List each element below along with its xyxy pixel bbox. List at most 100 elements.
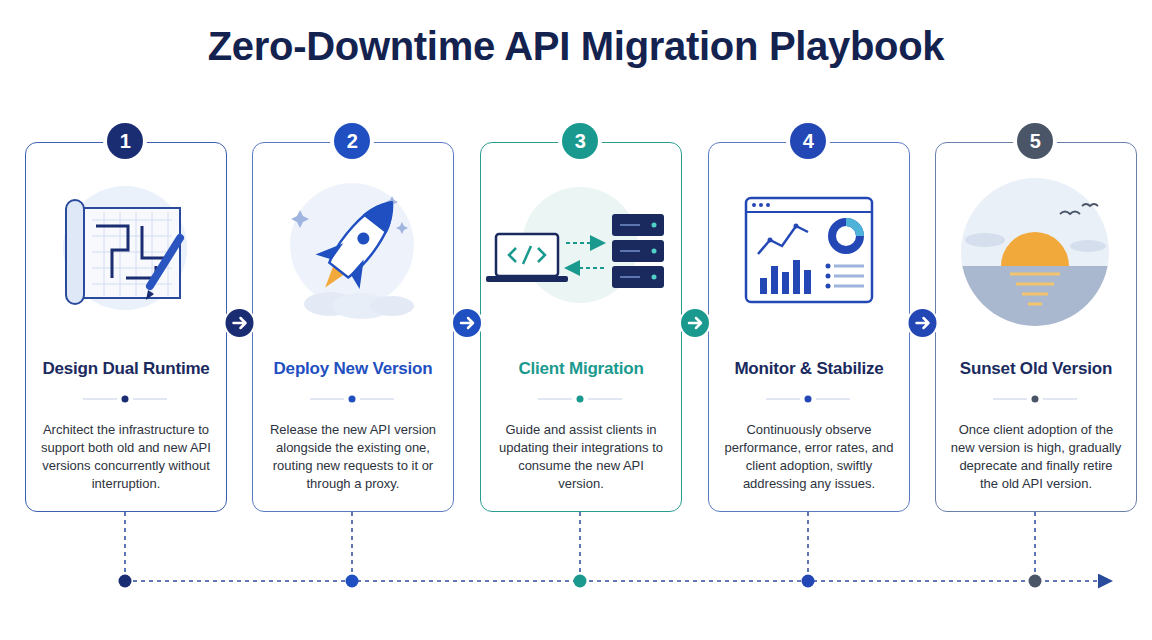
sunset-icon [1070, 240, 1106, 252]
step-heading: Sunset Old Version [936, 359, 1136, 379]
step-heading: Design Dual Runtime [26, 359, 226, 379]
arrow-circle [908, 308, 938, 338]
sunset-icon [960, 176, 1110, 336]
connector-line [910, 322, 935, 324]
step-number-badge: 5 [1017, 123, 1053, 159]
rocket-icon [315, 234, 375, 289]
heading-divider [993, 398, 1077, 399]
arrow-head [917, 318, 929, 328]
step-heading: Client Migration [481, 359, 681, 379]
flow-arrow [680, 308, 710, 338]
arrow-head [689, 318, 701, 328]
diagram-title: Zero-Downtime API Migration Playbook [0, 24, 1152, 69]
dashboard-icon [826, 264, 831, 269]
rocket-icon [304, 292, 356, 316]
blueprint-icon [80, 208, 180, 298]
dashboard-icon [752, 203, 756, 207]
dashboard-icon [760, 278, 767, 294]
dashboard-icon [768, 238, 773, 243]
client-server-icon [612, 214, 664, 236]
dashboard-icon [782, 272, 789, 294]
arrow-circle [452, 308, 482, 338]
heading-divider [310, 398, 394, 399]
client-server-icon [486, 276, 568, 282]
divider-dot [349, 396, 356, 403]
step-heading: Deploy New Version [253, 359, 453, 379]
blueprint-icon [150, 238, 180, 286]
rocket-icon [326, 192, 404, 280]
sunset-icon [965, 233, 1005, 247]
client-server-icon [522, 187, 638, 303]
rocket-icon [291, 196, 408, 234]
dashboard-icon [759, 203, 763, 207]
client-server-icon [652, 223, 657, 228]
step-description: Once client adoption of the new version … [936, 421, 1136, 493]
dashboard-icon [793, 260, 800, 294]
divider-dot [122, 396, 1039, 403]
rocket-icon [290, 183, 414, 319]
sunset-icon [960, 266, 1110, 336]
sunset-icon [1060, 204, 1098, 214]
dashboard-icon [771, 266, 778, 294]
arrow-head [234, 318, 246, 328]
timeline-dot [119, 575, 1042, 588]
step-number: 2 [347, 130, 358, 152]
sunset-icon [960, 176, 1110, 266]
heading-divider [538, 398, 622, 399]
step-number-badge: 2 [334, 123, 370, 159]
step-card: Sunset Old VersionOnce client adoption o… [935, 142, 1137, 512]
blueprint-icon [63, 186, 187, 310]
heading-divider [83, 398, 167, 399]
client-server-icon [620, 225, 640, 277]
blueprint-icon [92, 212, 172, 296]
dashboard-icon [746, 198, 872, 302]
timeline [125, 580, 1110, 582]
dashboard-icon [794, 224, 799, 229]
timeline-dot [346, 575, 359, 588]
timeline-dot [802, 575, 815, 588]
divider-dot [122, 396, 129, 403]
step-number-badge: 1 [107, 123, 143, 159]
step-number: 5 [1030, 130, 1041, 152]
rocket-icon [354, 229, 374, 249]
heading-divider [83, 398, 1077, 399]
arrow-circle [680, 308, 710, 338]
rocket-icon [303, 185, 414, 305]
arrow-head [461, 318, 473, 328]
step-card: Monitor & StabilizeContinuously observe … [708, 142, 910, 512]
dashboard-icon [846, 222, 860, 236]
client-server-icon [486, 187, 664, 303]
blueprint-icon [66, 200, 84, 304]
step-description: Release the new API version alongside th… [253, 421, 453, 493]
blueprint-icon [96, 226, 164, 278]
timeline [125, 512, 1110, 581]
rocket-icon [363, 193, 404, 234]
dashboard-icon [766, 203, 770, 207]
connector-line [454, 322, 480, 324]
dashboard-icon [832, 222, 860, 250]
timeline-dot [574, 575, 587, 588]
rocket-icon [332, 293, 392, 319]
divider-dot [577, 396, 584, 403]
flow-arrow [225, 308, 255, 338]
step-card: Client MigrationGuide and assist clients… [480, 142, 682, 512]
step-heading: Monitor & Stabilize [709, 359, 909, 379]
client-server-icon [566, 242, 602, 244]
connector-line [682, 322, 708, 324]
dashboard-icon [746, 198, 872, 302]
timeline [125, 512, 1035, 575]
connector-line [227, 322, 252, 324]
dashboard-icon [758, 226, 808, 254]
dashboard-icon [826, 284, 831, 289]
client-server-icon [652, 275, 657, 280]
divider-dot [805, 396, 812, 403]
step-description: Guide and assist clients in updating the… [481, 421, 681, 493]
blueprint-icon [146, 290, 154, 300]
step-number-badge: 3 [562, 123, 598, 159]
heading-divider [766, 398, 850, 399]
step-card: Design Dual RuntimeArchitect the infrast… [25, 142, 227, 512]
rocket-icon [370, 296, 414, 316]
blueprint-icon [63, 186, 187, 310]
rocket-icon [290, 183, 414, 307]
step-number: 1 [120, 130, 131, 152]
